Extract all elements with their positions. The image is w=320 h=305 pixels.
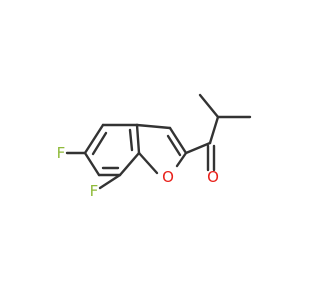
fluorine-label-6: F [57,144,66,162]
bond-c3-c2 [168,126,188,155]
bond-c3-c2-inner [166,134,182,157]
bond-layer [65,93,252,190]
bond-o1-c7a [137,151,159,175]
bond-c4-c5-inner [91,131,108,156]
carbonyl-oxygen-label: O [207,168,219,186]
bond-c4-c5 [83,123,105,155]
bond-carbonyl-ch [208,115,220,145]
molecule-structure: F F O O [57,93,252,200]
bond-c2-carbonyl [184,141,212,155]
bond-c7-f [98,173,122,190]
bond-ch-methyl-left [198,93,220,119]
atom-label-layer: F F O O [57,144,219,200]
bond-c2-o1 [175,151,188,168]
bond-c7a-c3a-inner [128,128,134,152]
fluorine-label-7: F [90,182,99,200]
bond-c3a-c3 [135,123,172,130]
bond-c5-c6 [83,151,101,177]
structure-canvas: F F O O [56,93,252,200]
ring-oxygen-label: O [162,168,174,186]
bond-c7a-c3a [135,123,141,155]
bond-c7-c7a [118,151,141,177]
